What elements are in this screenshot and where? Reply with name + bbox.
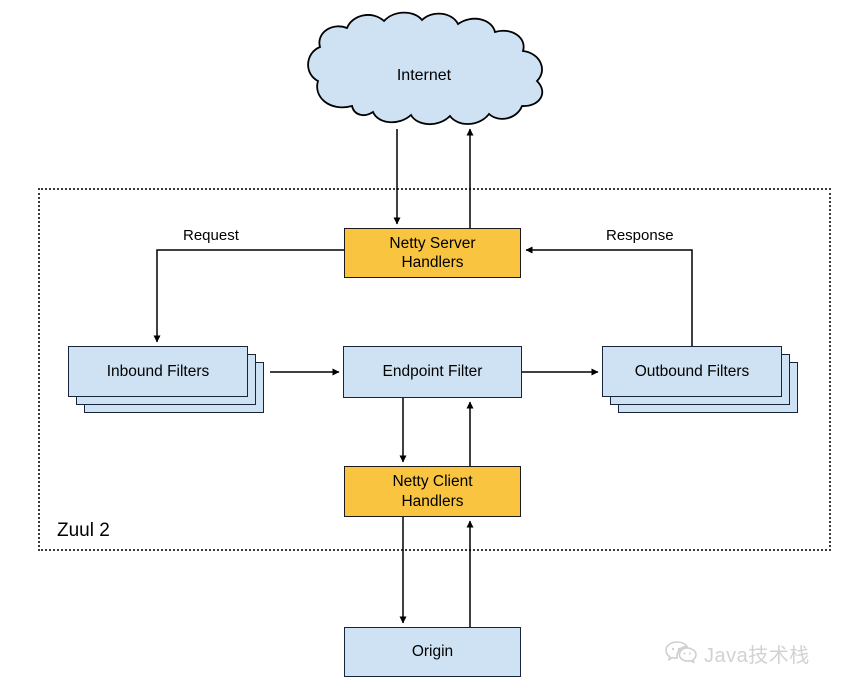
node-outbound-filters-label: Outbound Filters bbox=[634, 362, 750, 380]
node-netty-client-handlers-label: Netty Client Handlers bbox=[392, 473, 473, 510]
node-inbound-filters-label: Inbound Filters bbox=[106, 362, 210, 380]
watermark: Java技术栈 bbox=[664, 638, 810, 668]
node-netty-server-handlers[interactable]: Netty Server Handlers bbox=[344, 228, 521, 278]
response-label: Response bbox=[606, 227, 674, 244]
node-origin[interactable]: Origin bbox=[344, 627, 521, 677]
node-netty-client-handlers[interactable]: Netty Client Handlers bbox=[344, 466, 521, 517]
zuul2-boundary bbox=[38, 188, 831, 551]
edge-response bbox=[525, 246, 693, 346]
request-label: Request bbox=[183, 227, 239, 244]
watermark-text: Java技术栈 bbox=[704, 644, 810, 667]
node-inbound-filters[interactable]: Inbound Filters bbox=[68, 346, 248, 397]
node-outbound-filters[interactable]: Outbound Filters bbox=[602, 346, 782, 397]
node-origin-label: Origin bbox=[411, 643, 454, 661]
node-endpoint-filter-label: Endpoint Filter bbox=[382, 363, 483, 381]
wechat-icon bbox=[665, 641, 697, 664]
edge-request bbox=[153, 249, 344, 343]
node-netty-server-handlers-label: Netty Server Handlers bbox=[389, 234, 476, 271]
zuul2-label: Zuul 2 bbox=[57, 520, 110, 541]
internet-cloud bbox=[307, 11, 544, 126]
internet-label: Internet bbox=[396, 67, 452, 84]
node-endpoint-filter[interactable]: Endpoint Filter bbox=[343, 346, 522, 398]
